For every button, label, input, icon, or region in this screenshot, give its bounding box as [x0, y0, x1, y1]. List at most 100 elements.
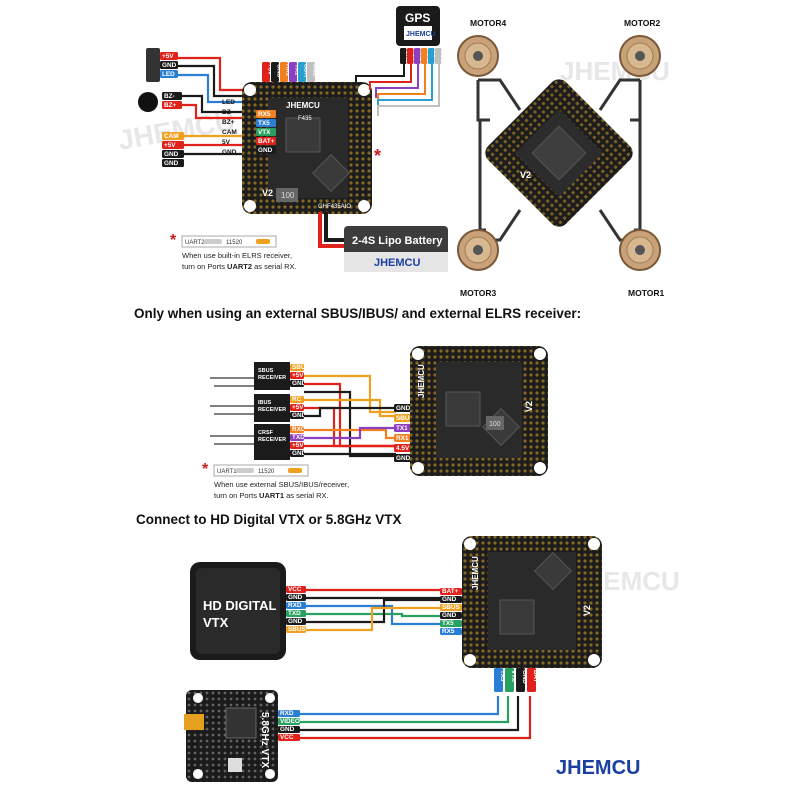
pin-label: BZ- [164, 93, 175, 100]
pin-tag-bg [394, 434, 412, 442]
hd-pin: RXD [286, 602, 306, 609]
receiver-pin: RXD [290, 426, 306, 433]
fc2-pin: GND [394, 404, 412, 412]
pin-label: RX1 [396, 435, 409, 442]
pin-tag-bg [290, 442, 304, 449]
svg-text:JHEMCU: JHEMCU [417, 364, 426, 398]
section3-heading: Connect to HD Digital VTX or 5.8GHz VTX [136, 512, 402, 527]
pin-tag-bg [290, 450, 304, 457]
svg-text:When use external SBUS/IBUS/re: When use external SBUS/IBUS/receiver, [214, 480, 349, 489]
pin-label: TX5 [258, 120, 270, 127]
fc3-bottom-pin: VTX [505, 668, 517, 692]
receiver-name: IBUS [258, 400, 271, 406]
board-pad-label: 5V [222, 139, 231, 146]
left-pin: GND [160, 61, 178, 69]
pin-label: GND [396, 405, 411, 412]
fc2-pin: RX1 [394, 434, 412, 442]
receiver-name: RECEIVER [258, 407, 286, 413]
pin-label: SCL [439, 50, 446, 63]
svg-text:*: * [170, 232, 177, 249]
pin-label: GND [288, 594, 303, 601]
hd-pin: SBUS [286, 626, 306, 633]
board-pad-label: LED [222, 99, 235, 106]
pin-tag-bg [394, 424, 412, 432]
pin-tag-bg [271, 62, 279, 82]
motor-label: MOTOR3 [460, 288, 496, 298]
section-2: SBUSRECEIVERSBUS+5VGNDIBUSRECEIVERRC+5VG… [202, 346, 548, 500]
pin-label: +5V [292, 442, 304, 449]
pin-label: GND [164, 160, 179, 167]
pin-tag-bg [278, 718, 300, 725]
board-pad-top: RX1 [280, 62, 292, 82]
pin-tag-bg [290, 372, 304, 379]
receiver-pin: GND [290, 412, 307, 419]
pin-label: GND [292, 412, 307, 419]
svg-text:V2: V2 [524, 401, 534, 412]
pin-tag-bg [290, 434, 304, 441]
note-uart1: * UART1 11520 When use external SBUS/IBU… [202, 461, 349, 500]
pin-label: GND [521, 670, 528, 684]
pin-tag-bg [298, 62, 306, 82]
pin-label: BZ+ [164, 102, 177, 109]
fc3-pin: GND [440, 612, 462, 619]
pin-tag-bg [527, 668, 536, 692]
pin-label: +5V [162, 53, 174, 60]
pin-tag-bg [394, 404, 412, 412]
cam-pin: GND [162, 150, 184, 158]
pin-tag-bg [307, 62, 315, 82]
svg-text:V2: V2 [582, 605, 592, 616]
board-pad-inner: VTX [256, 128, 276, 136]
pin-tag-bg [440, 604, 462, 611]
pin-tag-bg [280, 62, 288, 82]
pin-tag-bg [286, 626, 306, 633]
hd-digital-vtx: HD DIGITAL VTX [190, 562, 286, 660]
pin-tag-bg [286, 618, 306, 625]
pin-tag-bg [256, 119, 276, 127]
analog-vtx-wires [300, 696, 532, 740]
analog-pin: RXD [278, 710, 300, 717]
pin-label: SBUS [442, 604, 460, 611]
pin-label: RXD [288, 602, 302, 609]
pin-label: GND [162, 62, 177, 69]
motor: MOTOR4 [457, 18, 506, 77]
fc3-bottom-pin: GND [516, 668, 528, 692]
receiver-pin: GND [290, 380, 307, 387]
fc3-pin: SBUS [440, 604, 462, 611]
pin-label: +5V [292, 372, 304, 379]
pin-tag-bg [440, 612, 462, 619]
hd-pin: GND [286, 618, 306, 625]
pin-tag-bg [505, 668, 514, 692]
pin-tag-bg [290, 426, 304, 433]
pin-tag-bg [160, 70, 178, 78]
cam-pin: +5V [162, 141, 184, 149]
pin-label: GND [288, 618, 303, 625]
pin-label: GND [292, 450, 307, 457]
svg-text:*: * [374, 146, 381, 166]
pin-label: +5V [267, 64, 274, 76]
board-pad-inner: GND [256, 146, 276, 154]
fc-chip: F435 [298, 116, 312, 122]
pin-tag-bg [289, 62, 297, 82]
pin-label: CAM [164, 133, 179, 140]
pin-tag-bg [262, 62, 270, 82]
gps-module: GPS JHEMCU [396, 6, 440, 46]
analog-pin: VCC [278, 734, 300, 741]
board-pad-top: GND [271, 62, 283, 82]
analog-pin: GND [278, 726, 300, 733]
pin-tag-bg [286, 602, 306, 609]
gps-wires [355, 50, 440, 116]
flight-controller-board-2: 100 JHEMCU V2 [410, 346, 548, 476]
pin-label: SCL [312, 64, 319, 77]
pin-tag-bg [394, 414, 412, 422]
motor-label: MOTOR4 [470, 18, 506, 28]
